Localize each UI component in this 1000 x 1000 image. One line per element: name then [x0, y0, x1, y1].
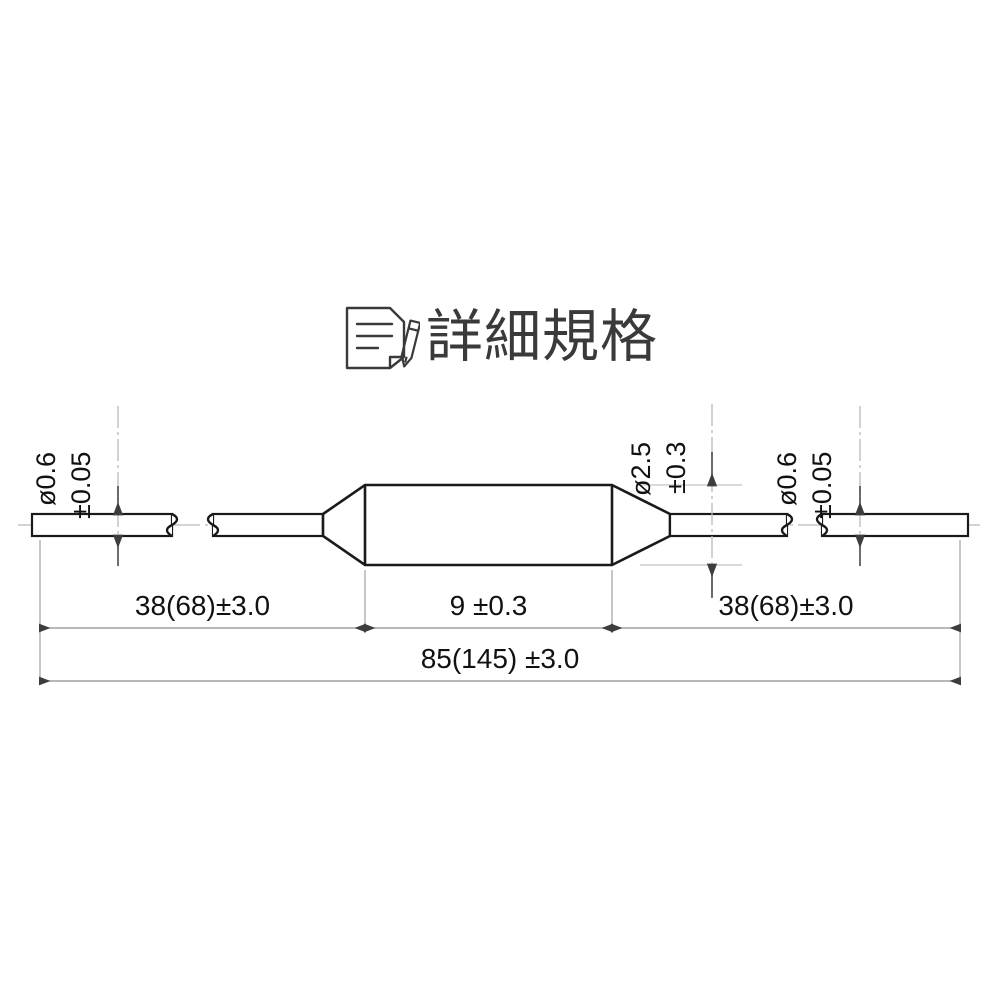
lead-wire-left-outer [30, 512, 179, 538]
label-body-diameter-tolerance: ±0.3 [661, 441, 691, 494]
page-title: 詳細規格 [426, 304, 658, 370]
label-overall-length: 85(145) ±3.0 [420, 643, 580, 674]
drawing-canvas [18, 404, 982, 686]
label-lead-diameter-left-tolerance: ±0.05 [66, 451, 96, 519]
label-lead-diameter-left-nominal: ø0.6 [31, 451, 61, 506]
label-lead-diameter-right-tolerance: ±0.05 [807, 451, 837, 519]
lead-wire-right-outer [815, 512, 970, 538]
lead-wire-left-inner [206, 512, 325, 538]
label-body-length: 9 ±0.3 [449, 590, 528, 621]
component-body [321, 483, 672, 567]
label-lead-diameter-right-nominal: ø0.6 [772, 451, 802, 506]
extension-lines [39, 540, 961, 685]
dim-body-diameter [640, 404, 742, 598]
label-lead-length-right: 38(68)±3.0 [718, 590, 854, 621]
lead-wire-right-inner [668, 512, 794, 538]
dimension-drawing: ø0.6 ±0.05 ø2.5 ±0.3 ø0.6 ±0.05 38(68)±3… [0, 390, 1000, 700]
page-header: 詳細規格 [0, 295, 1000, 380]
label-lead-length-left: 38(68)±3.0 [134, 590, 271, 621]
document-pen-icon [345, 306, 420, 369]
label-body-diameter-nominal: ø2.5 [626, 441, 656, 496]
